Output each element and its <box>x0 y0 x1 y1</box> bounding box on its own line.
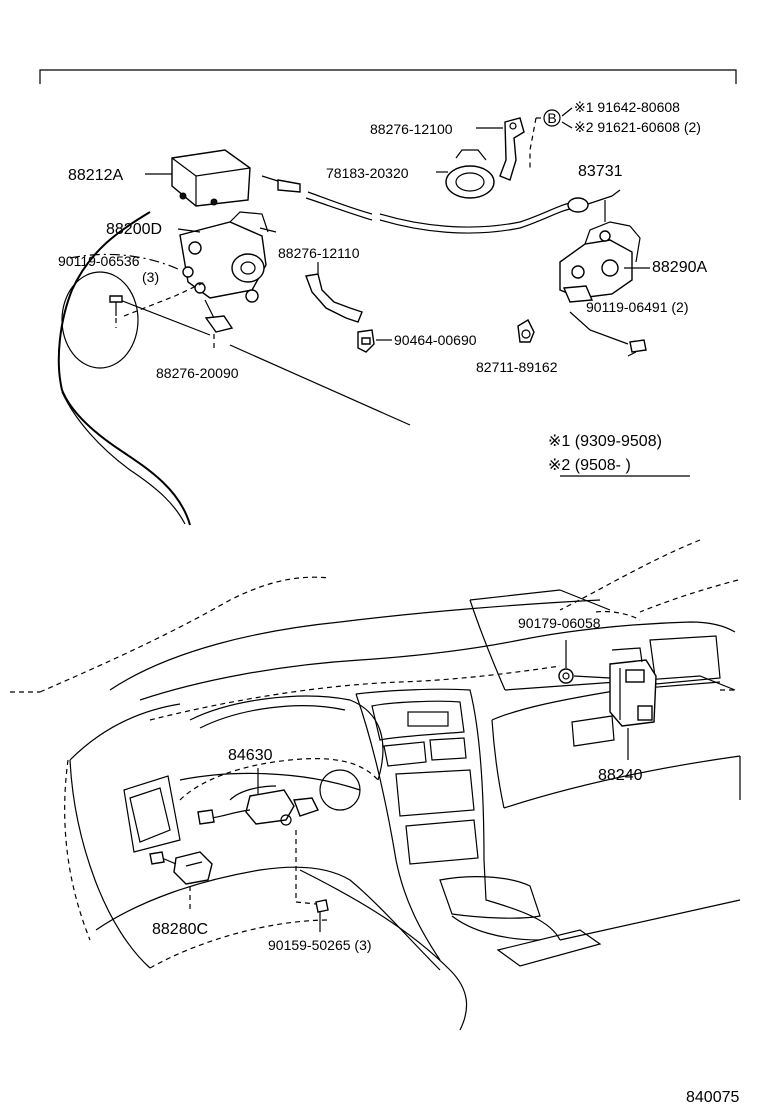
switch-84630-part[interactable] <box>197 768 319 826</box>
label-82711-89162: 82711-89162 <box>476 359 558 375</box>
bracket-88276-12100-part[interactable] <box>476 117 525 181</box>
note-2: ※2 (9508- ) <box>548 457 631 474</box>
computer-88240-part[interactable] <box>595 610 657 760</box>
label-88276-20090: 88276-20090 <box>156 365 239 381</box>
label-90159-50265: 90159-50265 (3) <box>268 937 372 953</box>
circled-b-callout: B <box>529 107 573 170</box>
label-90119-06491: 90119-06491 (2) <box>586 299 688 315</box>
actuator-88200d-part[interactable] <box>179 211 277 333</box>
label-90119-06536: 90119-06536 <box>58 253 140 269</box>
nut-90179-06058-part[interactable] <box>558 640 611 684</box>
actuator-88290a-part[interactable] <box>559 200 650 303</box>
leader-lines-upper-left <box>123 173 215 352</box>
label-88212a: 88212A <box>68 167 123 184</box>
control-cable <box>261 175 621 234</box>
label-91642-80608: ※1 91642-80608 <box>574 99 680 115</box>
cover-88212a-part[interactable] <box>171 149 251 207</box>
diagram-code: 840075 <box>686 1089 739 1106</box>
bolt-90119-06536[interactable] <box>109 295 123 328</box>
label-84630: 84630 <box>228 747 273 764</box>
circled-b-text: B <box>547 110 556 126</box>
label-88280c: 88280C <box>152 921 208 938</box>
label-88276-12100: 88276-12100 <box>370 121 453 137</box>
label-88276-12110: 88276-12110 <box>278 245 360 261</box>
engine-bay-outline <box>57 211 411 526</box>
label-91621-60608: ※2 91621-60608 (2) <box>574 119 701 135</box>
label-90179-06058: 90179-06058 <box>518 615 601 631</box>
label-90464-00690: 90464-00690 <box>394 332 477 348</box>
label-83731: 83731 <box>578 163 623 180</box>
label-78183-20320: 78183-20320 <box>326 165 409 181</box>
label-88290a: 88290A <box>652 259 707 276</box>
bracket-88276-12110-part[interactable] <box>305 262 363 323</box>
switch-88280c-part[interactable] <box>149 851 213 912</box>
screw-90159-50265-part[interactable] <box>295 830 329 932</box>
clamp-78183-20320-part[interactable] <box>436 149 495 199</box>
center-console <box>355 688 602 967</box>
clip-90464-00690-part[interactable] <box>357 329 392 353</box>
bolt-90119-06491[interactable] <box>569 311 647 357</box>
dashboard-outline <box>10 539 739 1031</box>
note-1: ※1 (9309-9508) <box>548 433 662 450</box>
label-88200d: 88200D <box>106 221 162 238</box>
frame-bracket <box>39 69 737 84</box>
clip-82711-89162-part[interactable] <box>517 319 535 343</box>
label-88240: 88240 <box>598 767 643 784</box>
label-90119-06536-qty: (3) <box>142 269 159 285</box>
